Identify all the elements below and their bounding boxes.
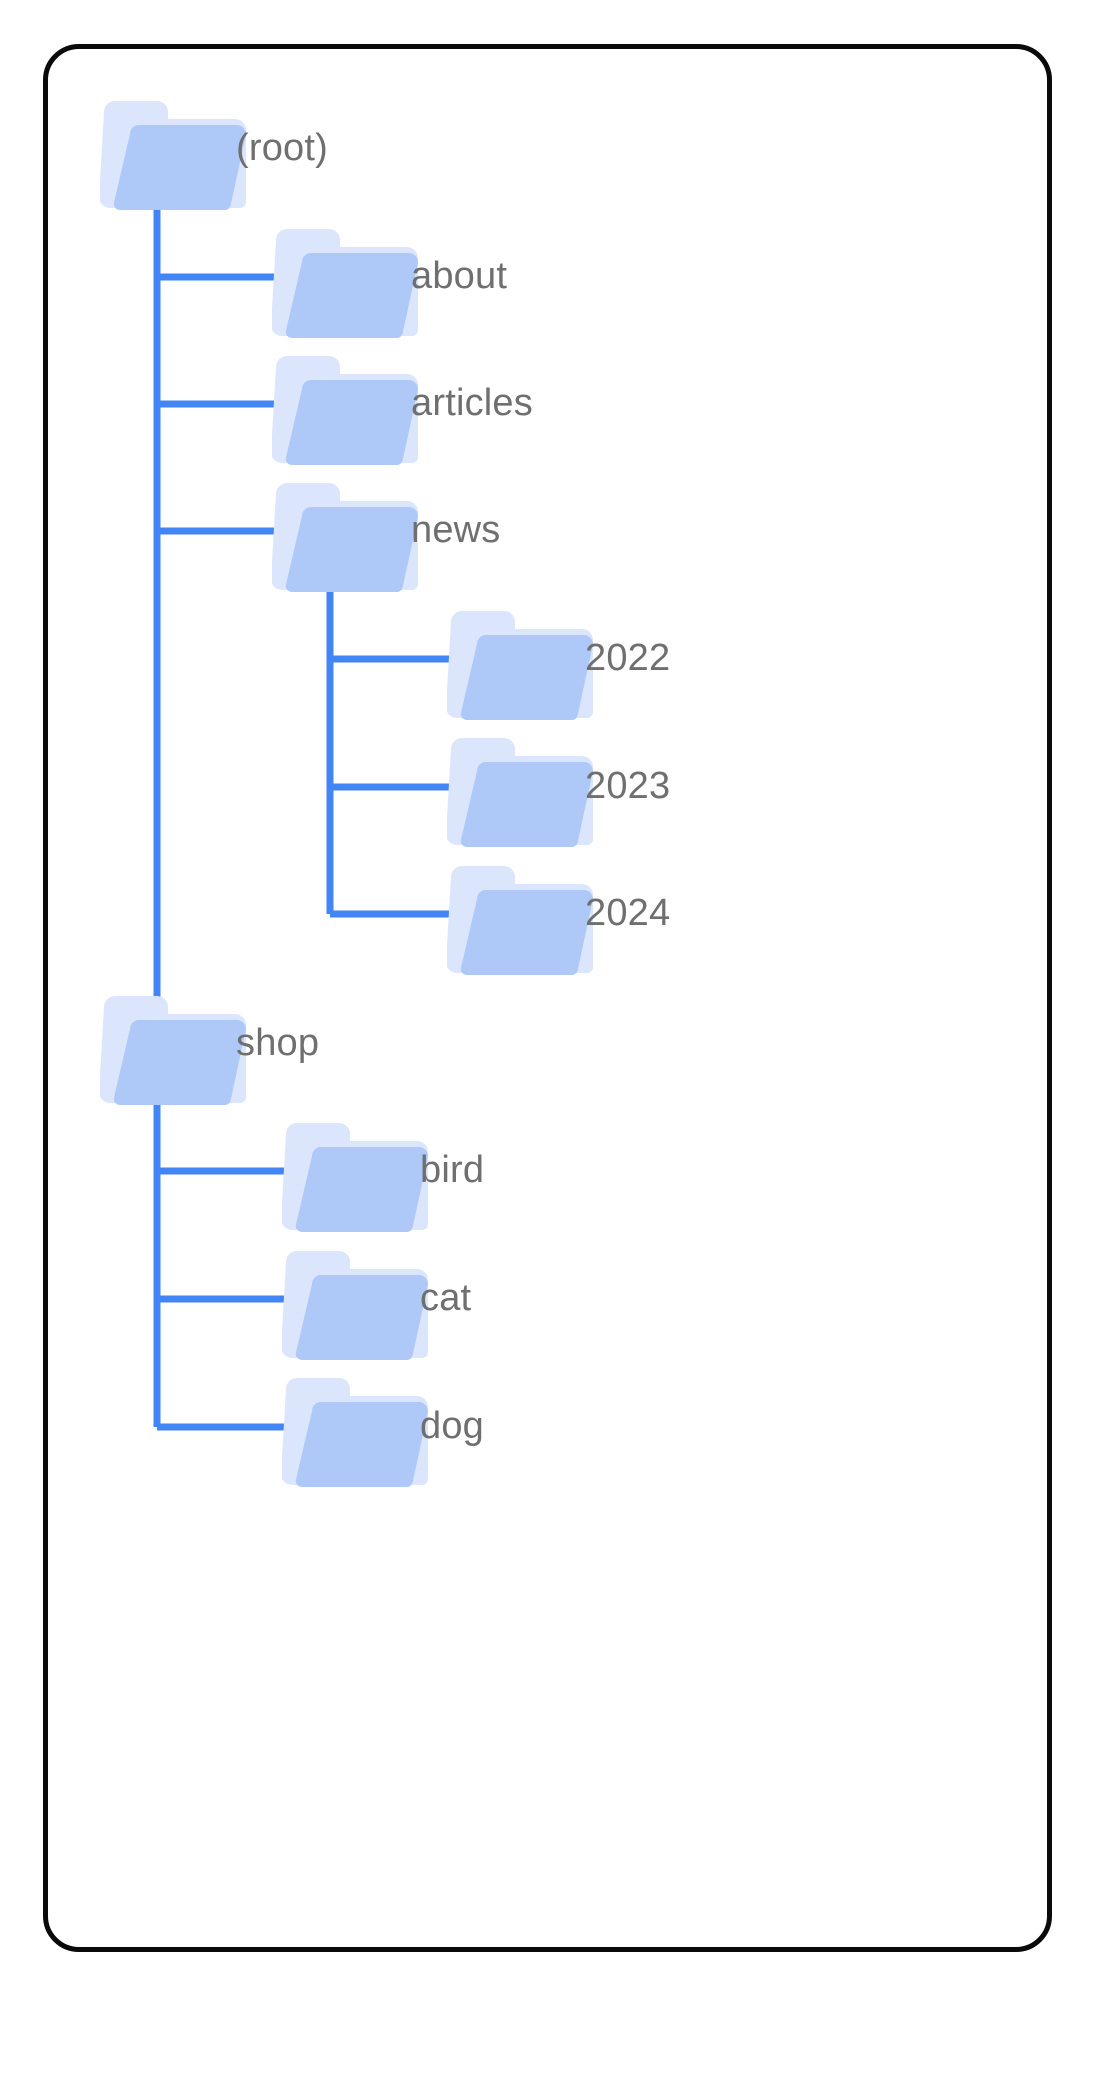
tree-node-2024[interactable]: 2024 [446, 866, 670, 975]
tree-node-about[interactable]: about [271, 229, 507, 338]
node-label-about: about [411, 255, 507, 297]
node-label-root: (root) [236, 127, 328, 169]
node-label-articles: articles [411, 382, 533, 424]
tree-node-dog[interactable]: dog [281, 1378, 484, 1487]
tree-node-shop[interactable]: shop [99, 996, 319, 1105]
tree-node-bird[interactable]: bird [281, 1123, 484, 1232]
node-label-2024: 2024 [585, 892, 670, 934]
node-label-dog: dog [420, 1405, 484, 1447]
tree-node-2023[interactable]: 2023 [446, 738, 670, 847]
node-label-cat: cat [420, 1277, 472, 1319]
diagram-card [43, 44, 1052, 1952]
node-label-2022: 2022 [585, 637, 670, 679]
tree-node-news[interactable]: news [271, 483, 501, 592]
tree-node-cat[interactable]: cat [281, 1251, 472, 1360]
tree-edges [153, 180, 462, 1431]
tree-node-root[interactable]: (root) [99, 101, 328, 210]
node-label-news: news [411, 509, 501, 551]
node-label-2023: 2023 [585, 765, 670, 807]
tree-node-2022[interactable]: 2022 [446, 611, 670, 720]
tree-node-articles[interactable]: articles [271, 356, 533, 465]
node-label-shop: shop [236, 1022, 319, 1064]
node-label-bird: bird [420, 1149, 484, 1191]
